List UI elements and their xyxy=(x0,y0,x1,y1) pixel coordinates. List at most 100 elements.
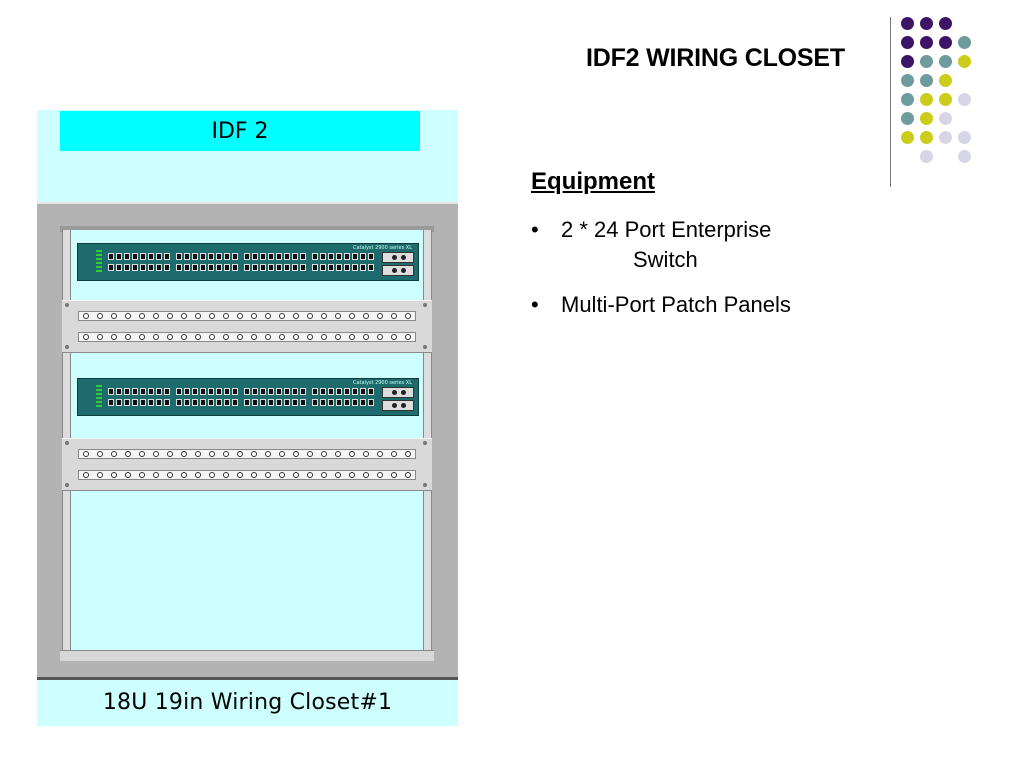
patch-jack xyxy=(335,472,341,478)
patch-jack xyxy=(377,472,383,478)
patch-jack xyxy=(167,334,173,340)
patch-jack xyxy=(293,472,299,478)
ethernet-port xyxy=(148,253,154,260)
ethernet-port xyxy=(320,399,326,406)
decor-dot xyxy=(901,112,914,125)
patch-jack xyxy=(153,334,159,340)
patch-panel xyxy=(62,300,432,353)
patch-jack xyxy=(139,313,145,319)
switch-status-leds xyxy=(82,248,104,276)
patch-jack xyxy=(391,451,397,457)
list-item: • 2 * 24 Port Enterprise Switch xyxy=(531,215,871,275)
decor-dot xyxy=(901,36,914,49)
ethernet-port xyxy=(252,388,258,395)
port-group xyxy=(244,251,308,277)
patch-jack xyxy=(195,334,201,340)
patch-jack xyxy=(251,472,257,478)
ethernet-port xyxy=(232,264,238,271)
patch-jack xyxy=(321,472,327,478)
patch-jack xyxy=(237,451,243,457)
ethernet-port xyxy=(312,264,318,271)
patch-jack xyxy=(349,334,355,340)
patch-jack xyxy=(139,451,145,457)
patch-jack xyxy=(251,451,257,457)
patch-jack xyxy=(209,472,215,478)
ethernet-port xyxy=(200,399,206,406)
patch-jack xyxy=(307,472,313,478)
decor-dot xyxy=(920,55,933,68)
ethernet-port xyxy=(252,253,258,260)
ethernet-port xyxy=(268,388,274,395)
patch-jack xyxy=(209,451,215,457)
ethernet-port xyxy=(124,399,130,406)
ethernet-port xyxy=(224,388,230,395)
ethernet-port xyxy=(328,253,334,260)
ethernet-port xyxy=(300,388,306,395)
patch-jack xyxy=(125,334,131,340)
list-item-text: 2 * 24 Port Enterprise xyxy=(561,217,772,242)
patch-jack xyxy=(377,313,383,319)
patch-jack xyxy=(223,334,229,340)
patch-jack xyxy=(307,334,313,340)
decor-dot xyxy=(958,36,971,49)
ethernet-port xyxy=(108,388,114,395)
patch-row xyxy=(78,449,416,459)
ethernet-port xyxy=(360,264,366,271)
ethernet-port xyxy=(156,264,162,271)
port-group xyxy=(244,386,308,412)
status-led xyxy=(96,266,102,268)
patch-jack xyxy=(125,451,131,457)
ethernet-port xyxy=(208,388,214,395)
patch-jack xyxy=(195,313,201,319)
rack-screw xyxy=(423,345,427,349)
status-led xyxy=(96,262,102,264)
ethernet-port xyxy=(260,264,266,271)
patch-row xyxy=(78,332,416,342)
patch-jack xyxy=(279,472,285,478)
patch-jack xyxy=(167,451,173,457)
patch-jack xyxy=(349,313,355,319)
ethernet-port xyxy=(148,388,154,395)
ethernet-port xyxy=(164,388,170,395)
patch-jack xyxy=(279,313,285,319)
patch-jack xyxy=(377,334,383,340)
patch-jack xyxy=(237,472,243,478)
ethernet-port xyxy=(108,264,114,271)
ethernet-port xyxy=(208,253,214,260)
ethernet-port xyxy=(368,388,374,395)
list-item-text-cont: Switch xyxy=(633,247,698,272)
ethernet-port xyxy=(192,399,198,406)
patch-jack xyxy=(265,334,271,340)
ethernet-port xyxy=(216,388,222,395)
patch-jack xyxy=(279,334,285,340)
ethernet-port xyxy=(292,253,298,260)
ethernet-port xyxy=(148,264,154,271)
ethernet-port xyxy=(116,388,122,395)
decor-dot xyxy=(939,112,952,125)
ethernet-port xyxy=(344,388,350,395)
ethernet-port xyxy=(232,399,238,406)
patch-jack xyxy=(363,451,369,457)
network-switch: Catalyst 2900 series XL xyxy=(77,378,419,416)
rack-screw xyxy=(65,483,69,487)
slide-title: IDF2 WIRING CLOSET xyxy=(586,44,845,72)
ethernet-port xyxy=(320,264,326,271)
ethernet-port xyxy=(300,264,306,271)
patch-jack xyxy=(223,313,229,319)
rack-screw xyxy=(423,483,427,487)
decor-dot xyxy=(901,55,914,68)
status-led xyxy=(96,250,102,252)
decor-dot xyxy=(920,131,933,144)
ethernet-port xyxy=(116,253,122,260)
status-led xyxy=(96,401,102,403)
switch-brand-label: Catalyst 2900 series XL xyxy=(352,245,412,251)
ethernet-port xyxy=(268,399,274,406)
ethernet-port xyxy=(312,399,318,406)
patch-jack xyxy=(181,313,187,319)
patch-jack xyxy=(111,334,117,340)
status-led xyxy=(96,270,102,272)
ethernet-port xyxy=(276,253,282,260)
patch-jack xyxy=(83,313,89,319)
ethernet-port xyxy=(252,399,258,406)
ethernet-port xyxy=(328,399,334,406)
